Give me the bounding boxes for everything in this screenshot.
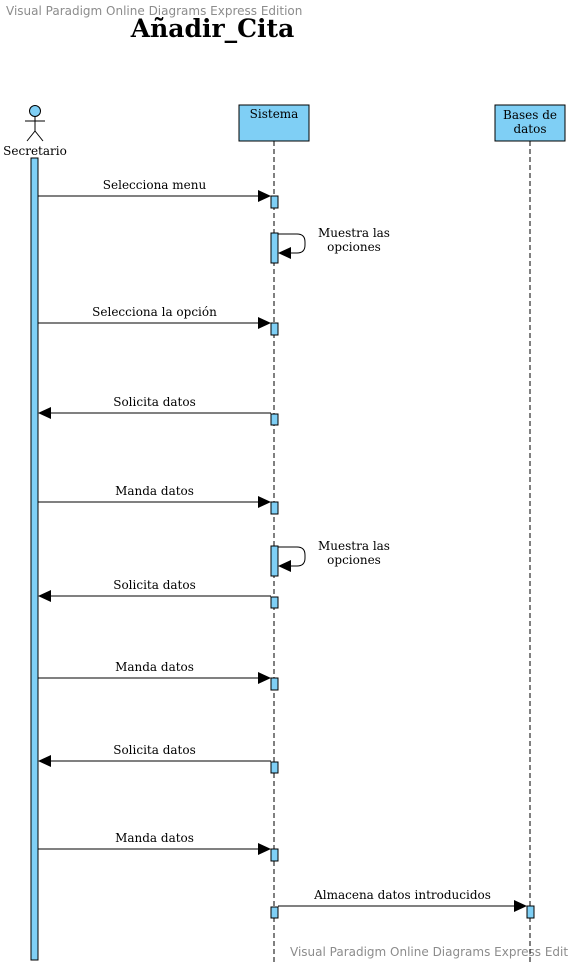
message-label-10: Almacena datos introducidos <box>313 888 491 902</box>
diagram-title: Añadir_Cita <box>130 14 295 43</box>
actor-leg-left <box>26 130 36 142</box>
activation-self-1 <box>270 232 279 264</box>
message-arrowhead-0 <box>258 190 271 202</box>
message-label-7: Manda datos <box>115 660 194 674</box>
message-arrowhead-2 <box>258 317 271 329</box>
message-label-8: Solicita datos <box>113 743 196 757</box>
participant-bases-de-datos-box <box>494 104 566 142</box>
activation-sistema-4 <box>270 501 279 515</box>
message-arrowhead-3 <box>38 407 51 419</box>
activation-sistema-src-3 <box>270 413 279 426</box>
activation-sistema-7 <box>270 677 279 691</box>
activation-sistema-src-10 <box>270 906 279 919</box>
activation-self-5 <box>270 545 279 577</box>
message-label-6: Solicita datos <box>113 578 196 592</box>
watermark-top: Visual Paradigm Online Diagrams Express … <box>6 4 303 18</box>
activation-sistema-src-6 <box>270 596 279 609</box>
self-message-line-1 <box>278 233 306 254</box>
participant-secretario-label: Secretario <box>3 144 67 158</box>
activation-sistema-src-8 <box>270 761 279 774</box>
activation-sistema-2 <box>270 322 279 336</box>
message-label-9: Manda datos <box>115 831 194 845</box>
activation-sistema-0 <box>270 195 279 209</box>
self-message-arrowhead-5 <box>278 560 291 572</box>
message-arrowhead-7 <box>258 672 271 684</box>
activation-bases-de-datos-10 <box>526 905 535 919</box>
participant-sistema-label: Sistema <box>250 107 299 121</box>
self-message-label-line1-5: Muestra las <box>318 539 390 553</box>
message-label-0: Selecciona menu <box>103 178 207 192</box>
self-message-arrowhead-1 <box>278 247 291 259</box>
message-label-2: Selecciona la opción <box>92 305 217 319</box>
participant-bases-de-datos-label-line2: datos <box>513 122 546 136</box>
activation-secretario <box>30 157 39 961</box>
message-arrowhead-8 <box>38 755 51 767</box>
message-arrowhead-9 <box>258 843 271 855</box>
self-message-label-line1-1: Muestra las <box>318 226 390 240</box>
actor-head <box>29 105 41 117</box>
self-message-label-line2-1: opciones <box>327 240 381 254</box>
actor-leg-right <box>34 130 44 142</box>
message-arrowhead-10 <box>514 900 527 912</box>
message-label-3: Solicita datos <box>113 395 196 409</box>
watermark-bottom: Visual Paradigm Online Diagrams Express … <box>290 945 568 959</box>
self-message-label-line2-5: opciones <box>327 553 381 567</box>
message-arrowhead-4 <box>258 496 271 508</box>
message-label-4: Manda datos <box>115 484 194 498</box>
participant-bases-de-datos-label-line1: Bases de <box>503 108 557 122</box>
message-arrowhead-6 <box>38 590 51 602</box>
activation-sistema-9 <box>270 848 279 862</box>
self-message-line-5 <box>278 546 306 567</box>
